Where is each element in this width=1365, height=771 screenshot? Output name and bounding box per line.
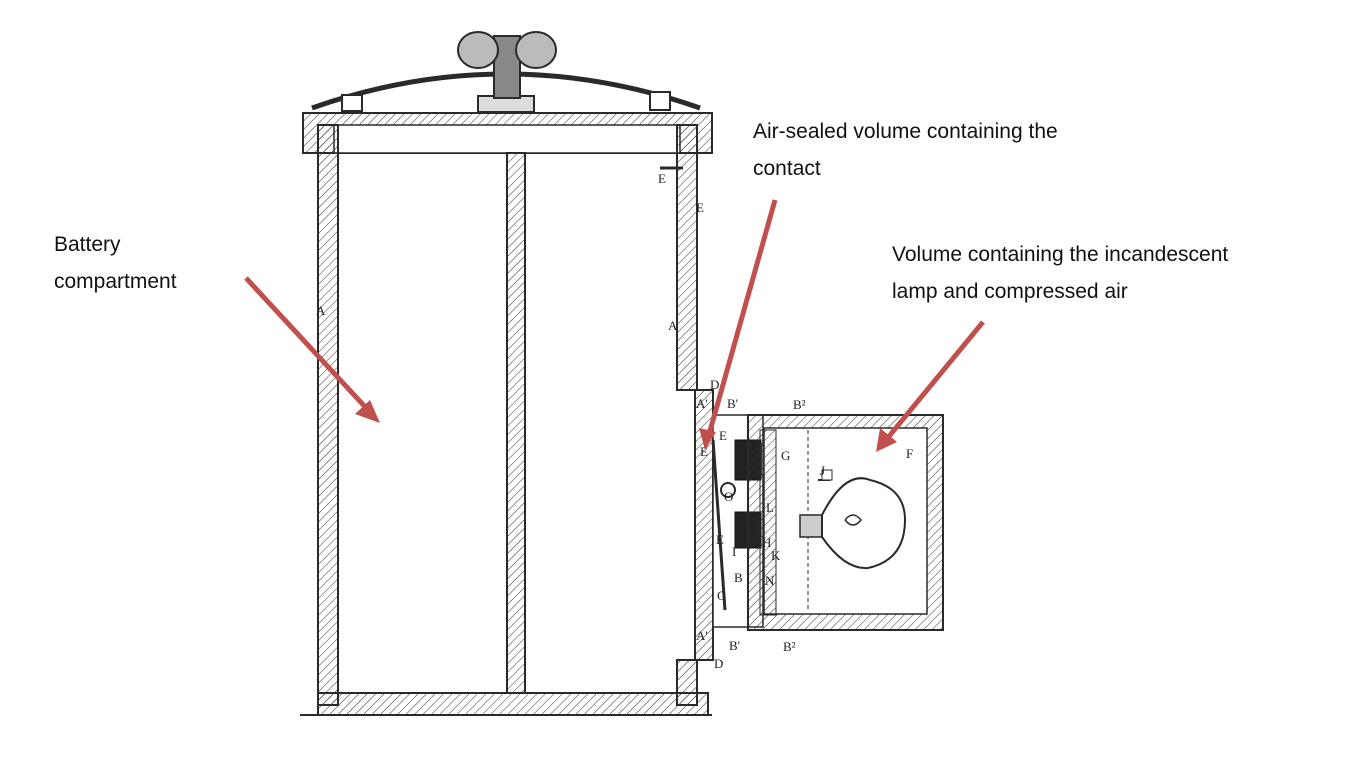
callout-air-sealed-line1: Air-sealed volume containing the [753, 120, 1058, 143]
callout-lamp: Volume containing the incandescent lamp … [892, 236, 1228, 310]
label-n: N [765, 573, 775, 588]
arrow-lamp [884, 320, 985, 442]
label-a1-top: A' [696, 396, 708, 411]
label-j: J [820, 463, 825, 478]
arrow-air-sealed-head [699, 428, 716, 450]
arrow-battery [244, 276, 370, 412]
lid-clamp [311, 31, 701, 113]
label-e-lower: E [716, 532, 724, 547]
label-e-top: E [658, 171, 666, 186]
label-e-contact2: E [700, 444, 708, 459]
label-b: B [734, 570, 743, 585]
arrow-lamp-head [876, 428, 897, 452]
arrow-air-sealed [705, 199, 778, 439]
label-b2-top: B² [793, 397, 806, 412]
label-h: H [762, 535, 771, 550]
label-a-left: A [316, 303, 326, 318]
label-b2-bottom: B² [783, 639, 796, 654]
label-i: I [732, 544, 736, 559]
callout-battery: Battery compartment [54, 226, 177, 300]
label-e-side: E [696, 200, 704, 215]
label-f: F [906, 446, 913, 461]
battery-housing [300, 112, 713, 716]
label-l: L [766, 500, 774, 515]
callout-battery-line1: Battery [54, 233, 121, 256]
callout-lamp-line1: Volume containing the incandescent [892, 243, 1229, 266]
callout-battery-line2: compartment [54, 270, 177, 293]
callout-lamp-line2: lamp and compressed air [892, 280, 1128, 303]
label-a-right: A [668, 318, 678, 333]
label-b1-bottom: B' [729, 638, 740, 653]
label-c: C [717, 588, 726, 603]
label-g: G [781, 448, 790, 463]
label-k: K [771, 548, 781, 563]
label-d-top: D [710, 377, 719, 392]
label-b1-top: B' [727, 396, 738, 411]
callout-arrows [244, 199, 985, 452]
label-e-contact: E [719, 428, 727, 443]
label-a1-bottom: A' [696, 628, 708, 643]
label-o: O [724, 489, 733, 504]
arrow-battery-head [355, 400, 380, 423]
incandescent-bulb-drawing [799, 477, 907, 570]
callout-air-sealed-line2: contact [753, 157, 821, 180]
callout-air-sealed: Air-sealed volume containing the contact [753, 113, 1058, 187]
label-d-bottom: D [714, 656, 723, 671]
